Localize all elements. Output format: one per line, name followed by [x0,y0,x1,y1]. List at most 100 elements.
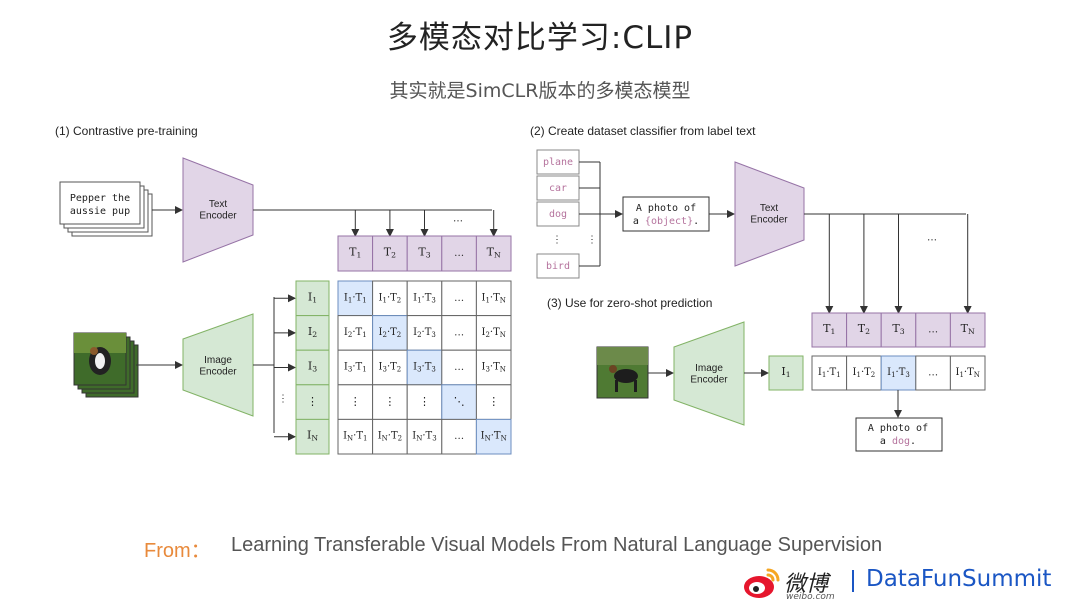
matrix-cell-5-5 [475,418,512,455]
text-card-1 [59,181,141,225]
matrix-term-3-1: I3·T1 [344,361,367,374]
image-grass-light [74,333,126,353]
score-term-1: I1·T1 [818,367,841,380]
t-cell-3 [406,235,443,272]
matrix-ellipsis-5: … [454,431,464,442]
t-cell-ellipsis: … [454,248,464,259]
matrix-cell-2-3 [406,315,443,351]
template-line-1: A photo of [636,203,696,214]
matrix-cell-3-3 [406,349,443,386]
matrix-cell-3-5 [475,349,512,386]
matrix-term-2-5: I2·TN [481,326,505,339]
zero-shot-photo [596,346,649,399]
image-encoder-1-label-line-1: Image [204,355,232,366]
matrix-term-1-5: I1·TN [481,292,505,305]
matrix-term-2-1: I2·T1 [344,326,367,339]
brand-name[interactable]: DataFunSummit [866,566,1052,592]
image-encoder-1 [182,313,254,417]
t3-cell-label-1: T1 [823,322,835,336]
matrix-cell-1-4 [441,280,477,317]
text-encoder-1-label-line-2: Encoder [199,210,237,221]
i-cell-2 [295,315,330,351]
matrix-term-3-3: I3·T3 [413,361,436,374]
weibo-icon [744,568,780,598]
matrix-term-3-5: I3·TN [481,361,505,374]
image-encoder-2-label-line-1: Image [695,363,723,374]
text-encoder-1 [182,157,254,263]
t-cell-5 [475,235,512,272]
matrix-vdots-5: ⋮ [488,395,499,408]
t3-cell-ellipsis: … [928,325,938,336]
score-term-5: I1·TN [955,367,979,380]
class-bus-vdots: ⋮ [587,235,597,246]
class-label-box-2 [536,175,580,201]
brand-separator [852,570,854,592]
matrix-cell-2-5 [475,315,512,351]
i-cell-label-2: I2 [308,325,317,339]
t3-cell-2 [846,312,882,348]
t3-cell-label-3: T3 [892,322,904,336]
image-card-1 [73,332,127,386]
zero-shot-i1-label: I1 [781,365,790,379]
weibo-domain: weibo.com [786,592,835,602]
photo-dog-head [609,365,617,373]
text-encoder-2 [734,161,805,267]
photo-dog-body [614,369,638,383]
text-bus-ellipsis-2: … [927,233,937,244]
t-cell-1 [337,235,374,272]
class-label-2: car [549,183,567,194]
i-cell-5 [295,418,330,455]
matrix-term-1-2: I1·T2 [379,292,402,305]
matrix-cell-3-1 [337,349,374,386]
matrix-ellipsis-2: … [454,327,464,338]
class-label-box-1 [536,149,580,175]
matrix-cell-2-2 [372,315,408,351]
matrix-cell-4-5 [475,384,512,420]
matrix-ddots: ⋱ [454,395,465,408]
page-subtitle: 其实就是SimCLR版本的多模态模型 [389,80,691,102]
t3-cell-label-2: T2 [858,322,870,336]
matrix-term-3-2: I3·T2 [379,361,402,374]
text-input-line-2: aussie pup [70,206,130,217]
matrix-cell-1-5 [475,280,512,317]
template-box [622,196,710,232]
class-label-box-5 [536,253,580,279]
matrix-vdots-1: ⋮ [350,395,361,408]
class-label-3: dog [549,209,567,220]
i-cell-vdots: ⋮ [307,395,318,408]
score-cell-4 [915,355,951,391]
score-cell-1 [811,355,848,391]
t-cell-2 [372,235,408,272]
matrix-cell-1-3 [406,280,443,317]
text-input-line-1: Pepper the [70,193,130,204]
i-cell-3 [295,349,330,386]
class-label-1: plane [543,157,573,168]
footer-reference: Learning Transferable Visual Models From… [231,534,883,556]
i-cell-4 [295,384,330,420]
score-term-3: I1·T3 [887,367,910,380]
t3-cell-3 [880,312,917,348]
matrix-cell-4-2 [372,384,408,420]
i-cell-label-3: I3 [308,360,317,374]
t-cell-label-5: TN [487,246,501,260]
panel1-heading: (1) Contrastive pre-training [55,124,198,138]
matrix-cell-5-1 [337,418,374,455]
footer-from-label: From： [144,540,211,562]
matrix-term-2-2: I2·T2 [379,326,402,339]
matrix-ellipsis-3: … [454,362,464,373]
image-dog-ear [90,347,98,355]
matrix-cell-4-3 [406,384,443,420]
score-cell-5 [949,355,986,391]
text-bus-ellipsis-1: … [453,214,463,225]
template-line-2: a {object}. [633,216,699,227]
text-encoder-2-label-line-1: Text [760,203,779,214]
result-line-2: a dog. [880,436,916,447]
weibo-wordmark: 微博 [784,572,829,597]
image-bus-vdots: ⋮ [278,394,288,405]
image-encoder-2-label-line-2: Encoder [690,374,728,385]
score-cell-2 [846,355,882,391]
text-encoder-2-label-line-2: Encoder [750,214,788,225]
result-line-1: A photo of [868,423,928,434]
image-dog-chest [95,353,105,369]
